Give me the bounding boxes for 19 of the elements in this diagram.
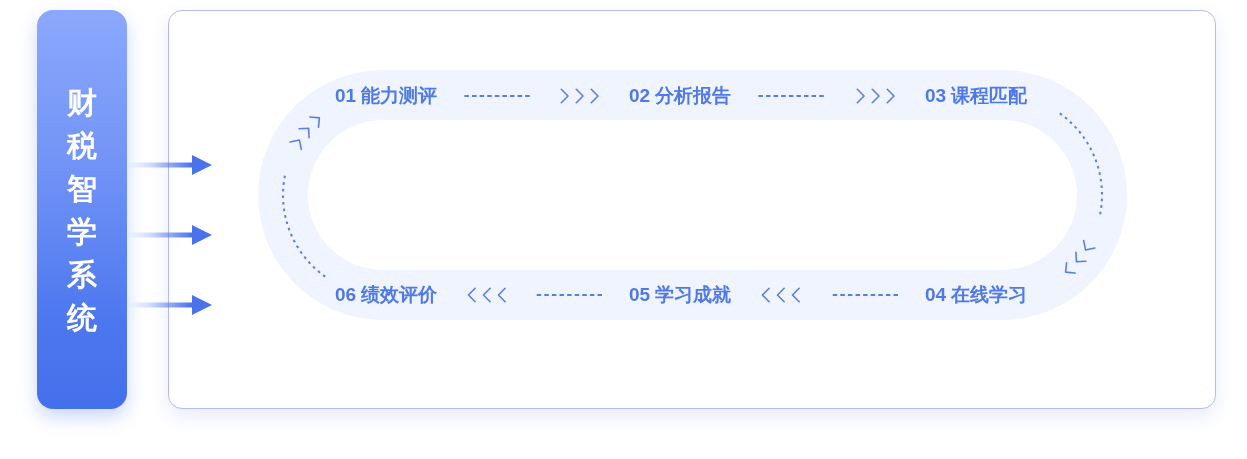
system-bar bbox=[37, 10, 127, 409]
step-label: 03 课程匹配 bbox=[925, 84, 1028, 108]
arrow bbox=[128, 225, 212, 245]
panel-card bbox=[168, 10, 1216, 409]
dashed-arrow bbox=[282, 116, 327, 278]
step-label: 02 分析报告 bbox=[629, 84, 732, 108]
dashed-arrow bbox=[757, 88, 895, 104]
dashed-arrow bbox=[1058, 112, 1103, 274]
dashed-arrow bbox=[463, 88, 599, 104]
arrow bbox=[128, 295, 212, 315]
system-title: 财税智学系统 bbox=[67, 84, 97, 336]
dashed-arrow bbox=[467, 287, 603, 303]
track-band bbox=[258, 70, 1127, 320]
step-label: 01 能力测评 bbox=[335, 84, 438, 108]
step-label: 06 绩效评价 bbox=[335, 283, 438, 307]
dashed-arrow bbox=[761, 287, 899, 303]
arrow bbox=[128, 155, 212, 175]
step-label: 05 学习成就 bbox=[629, 283, 732, 307]
step-label: 04 在线学习 bbox=[925, 283, 1028, 307]
